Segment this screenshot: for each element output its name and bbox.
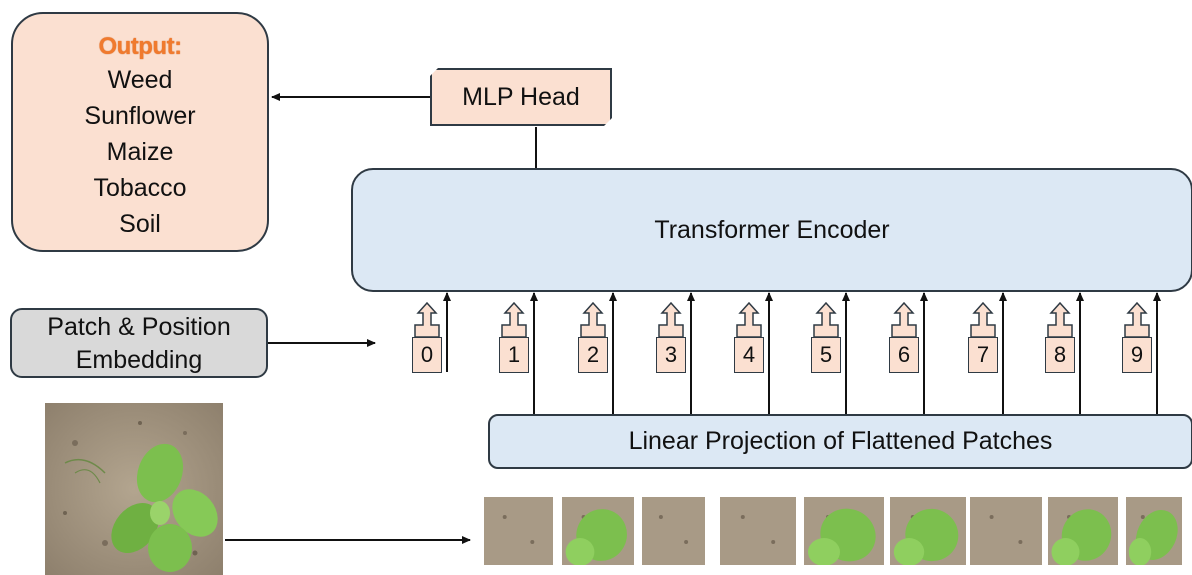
position-arrow-icon xyxy=(501,301,527,338)
image-patch xyxy=(1048,497,1118,565)
position-arrow-icon xyxy=(580,301,606,338)
linear-projection-label: Linear Projection of Flattened Patches xyxy=(628,427,1053,455)
token-label: 5 xyxy=(819,342,833,367)
output-class-maize: Maize xyxy=(106,138,174,166)
token-box-2: 2 xyxy=(578,337,608,373)
token-box-8: 8 xyxy=(1045,337,1075,373)
output-class-sunflower: Sunflower xyxy=(84,102,196,130)
token-label: 8 xyxy=(1053,342,1067,367)
token-label: 0 xyxy=(420,342,434,367)
token-arrows xyxy=(414,292,1161,414)
token-box-1: 1 xyxy=(499,337,529,373)
image-patch xyxy=(720,497,796,565)
position-arrow-icon xyxy=(1124,301,1150,338)
image-patch xyxy=(890,497,966,565)
token-label: 6 xyxy=(897,342,911,367)
token-label: 9 xyxy=(1130,342,1144,367)
token-box-7: 7 xyxy=(968,337,998,373)
image-patch xyxy=(970,497,1042,565)
token-box-3: 3 xyxy=(656,337,686,373)
transformer-encoder-label: Transformer Encoder xyxy=(654,215,890,244)
token-box-4: 4 xyxy=(734,337,764,373)
output-class-tobacco: Tobacco xyxy=(93,174,187,202)
position-arrow-icon xyxy=(813,301,839,338)
token-label: 2 xyxy=(586,342,600,367)
linear-projection-box: Linear Projection of Flattened Patches xyxy=(488,414,1192,469)
image-patch xyxy=(484,497,553,565)
token-box-5: 5 xyxy=(811,337,841,373)
position-arrow-icon xyxy=(658,301,684,338)
position-arrow-icon xyxy=(736,301,762,338)
embedding-label-line2: Embedding xyxy=(75,346,203,374)
image-patch xyxy=(642,497,705,565)
mlp-head-box: MLP Head xyxy=(430,68,612,126)
token-label: 7 xyxy=(976,342,990,367)
token-box-6: 6 xyxy=(889,337,919,373)
input-plant-image-svg xyxy=(45,403,223,575)
patch-position-embedding-box: Patch & Position Embedding xyxy=(10,308,268,378)
output-class-weed: Weed xyxy=(107,66,173,94)
mlp-head-label: MLP Head xyxy=(462,82,580,111)
token-label: 1 xyxy=(507,342,521,367)
image-patch xyxy=(1126,497,1182,565)
position-arrow-icon xyxy=(414,301,440,338)
output-box: Output: Weed Sunflower Maize Tobacco Soi… xyxy=(11,12,269,252)
token-label: 4 xyxy=(742,342,756,367)
token-box-0: 0 xyxy=(412,337,442,373)
input-plant-image xyxy=(45,403,223,575)
position-arrow-icon xyxy=(1047,301,1073,338)
position-arrow-icon xyxy=(891,301,917,338)
image-patch xyxy=(804,497,884,565)
token-label: 3 xyxy=(664,342,678,367)
transformer-encoder-box: Transformer Encoder xyxy=(351,168,1192,292)
output-title: Output: xyxy=(98,33,182,60)
position-arrow-icon xyxy=(970,301,996,338)
image-patch xyxy=(562,497,634,565)
embedding-label-line1: Patch & Position xyxy=(47,313,231,341)
output-class-soil: Soil xyxy=(119,210,161,238)
